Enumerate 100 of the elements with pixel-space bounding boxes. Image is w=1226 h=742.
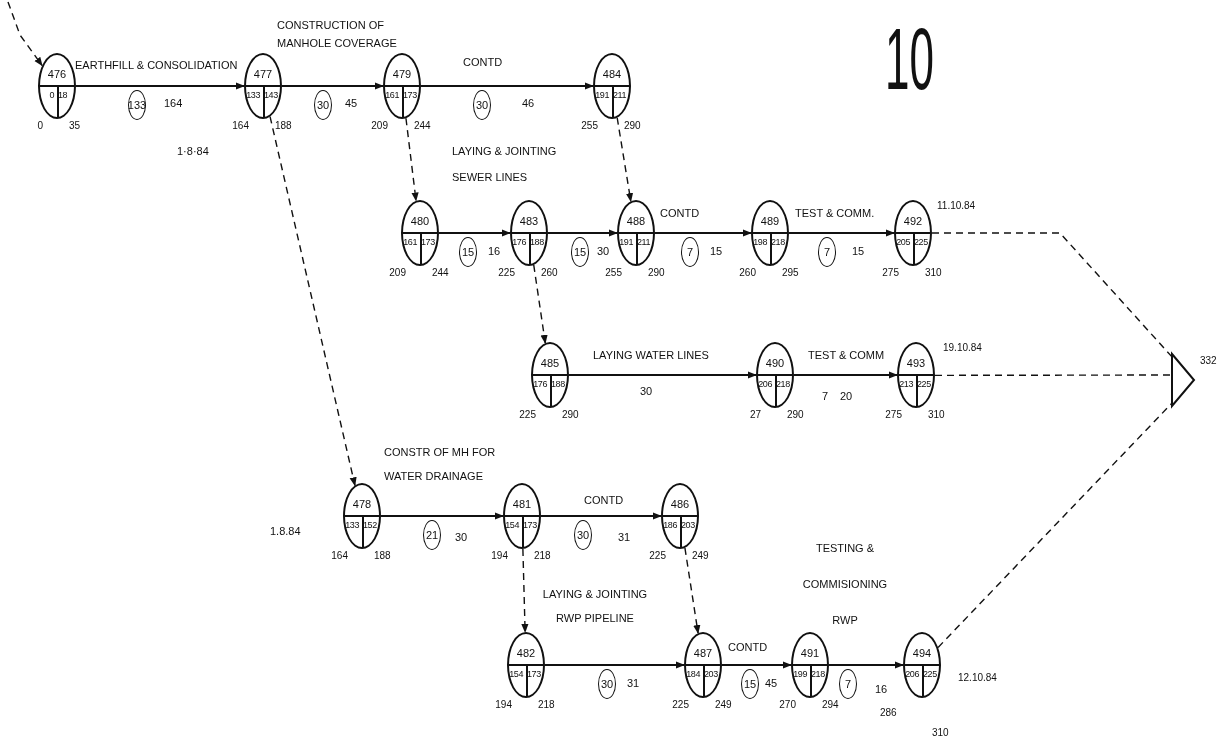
latest-time: 211 xyxy=(637,236,651,248)
event-number: 485 xyxy=(539,357,561,369)
time-value: 260 xyxy=(541,266,558,280)
earliest-time: 154 xyxy=(509,668,523,680)
event-circle xyxy=(751,200,789,266)
event-circle xyxy=(897,342,935,408)
time-value: 275 xyxy=(885,408,902,422)
event-number: 484 xyxy=(601,68,623,80)
arrow xyxy=(789,229,895,237)
time-value: 249 xyxy=(715,698,732,712)
time-value: 260 xyxy=(739,266,756,280)
duration-value: 7 xyxy=(844,678,852,690)
time-value: 209 xyxy=(389,266,406,280)
arrow xyxy=(439,229,511,237)
latest-time: 225 xyxy=(923,668,937,680)
activity-label: CONTD xyxy=(463,55,503,69)
time-value: 225 xyxy=(519,408,536,422)
arrow xyxy=(381,512,504,520)
duration-value: 21 xyxy=(425,529,439,541)
activity-label: 1.8.84 xyxy=(270,524,301,538)
arrow xyxy=(722,661,792,669)
duration-value: 30 xyxy=(576,529,590,541)
event-number: 477 xyxy=(252,68,274,80)
arrow xyxy=(794,371,898,379)
dashed-arrow xyxy=(521,548,529,633)
earliest-time: 205 xyxy=(896,236,910,248)
time-value: 294 xyxy=(822,698,839,712)
event-circle xyxy=(383,53,421,119)
event-number: 490 xyxy=(764,357,786,369)
latest-time: 188 xyxy=(551,378,565,390)
dashed-arrow xyxy=(616,117,634,203)
time-value: 290 xyxy=(562,408,579,422)
earliest-time: 199 xyxy=(793,668,807,680)
latest-time: 203 xyxy=(704,668,718,680)
duration-value: 30 xyxy=(597,244,610,258)
arrow xyxy=(421,82,594,90)
event-circle xyxy=(894,200,932,266)
event-number: 486 xyxy=(669,498,691,510)
date-label: 12.10.84 xyxy=(958,671,997,685)
latest-time: 173 xyxy=(527,668,541,680)
event-circle xyxy=(38,53,76,119)
time-value: 275 xyxy=(882,266,899,280)
latest-time: 211 xyxy=(613,89,627,101)
event-circle xyxy=(244,53,282,119)
arrow xyxy=(829,661,904,669)
duration-value: 31 xyxy=(627,676,640,690)
duration-value: 31 xyxy=(618,530,631,544)
latest-time: 225 xyxy=(917,378,931,390)
time-value: 27 xyxy=(749,408,761,422)
duration-value: 16 xyxy=(488,244,501,258)
duration-value: 164 xyxy=(164,96,183,110)
duration-value: 45 xyxy=(765,676,778,690)
latest-time: 188 xyxy=(530,236,544,248)
time-value: 164 xyxy=(331,549,348,563)
date-label: 19.10.84 xyxy=(943,341,982,355)
activity-label: CONTD xyxy=(660,206,700,220)
event-number: 491 xyxy=(799,647,821,659)
duration-value: 7 xyxy=(823,246,831,258)
time-value: 310 xyxy=(925,266,942,280)
latest-time: 225 xyxy=(914,236,928,248)
latest-time: 173 xyxy=(421,236,435,248)
time-value: 209 xyxy=(371,119,388,133)
event-circle xyxy=(617,200,655,266)
latest-time: 218 xyxy=(776,378,790,390)
event-circle xyxy=(531,342,569,408)
earliest-time: 198 xyxy=(753,236,767,248)
duration-value: 15 xyxy=(743,678,757,690)
earliest-time: 161 xyxy=(385,89,399,101)
activity-label: LAYING WATER LINES xyxy=(593,348,709,362)
event-circle xyxy=(593,53,631,119)
duration-value: 7 xyxy=(822,389,829,403)
latest-time: 18 xyxy=(58,89,68,101)
time-value: 194 xyxy=(495,698,512,712)
dashed-line xyxy=(937,401,1174,649)
time-value: 225 xyxy=(649,549,666,563)
time-value: 218 xyxy=(538,698,555,712)
event-number: 482 xyxy=(515,647,537,659)
duration-value: 45 xyxy=(345,96,358,110)
activity-label: CONTD xyxy=(728,640,768,654)
event-number: 476 xyxy=(46,68,68,80)
arrow xyxy=(569,371,757,379)
duration-value: 30 xyxy=(475,99,489,111)
end-triangle xyxy=(1168,350,1198,410)
earliest-time: 213 xyxy=(899,378,913,390)
time-value: 270 xyxy=(779,698,796,712)
time-value: 290 xyxy=(648,266,665,280)
earliest-time: 176 xyxy=(533,378,547,390)
duration-value: 15 xyxy=(710,244,723,258)
earliest-time: 0 xyxy=(49,89,54,101)
time-value: 310 xyxy=(928,408,945,422)
date-label: 11.10.84 xyxy=(937,199,976,213)
event-circle xyxy=(903,632,941,698)
event-circle xyxy=(401,200,439,266)
time-value: 244 xyxy=(432,266,449,280)
event-circle xyxy=(503,483,541,549)
event-number: 494 xyxy=(911,647,933,659)
latest-time: 218 xyxy=(811,668,825,680)
time-value: 225 xyxy=(672,698,689,712)
arrow xyxy=(282,82,384,90)
dashed-arrow xyxy=(533,264,548,344)
